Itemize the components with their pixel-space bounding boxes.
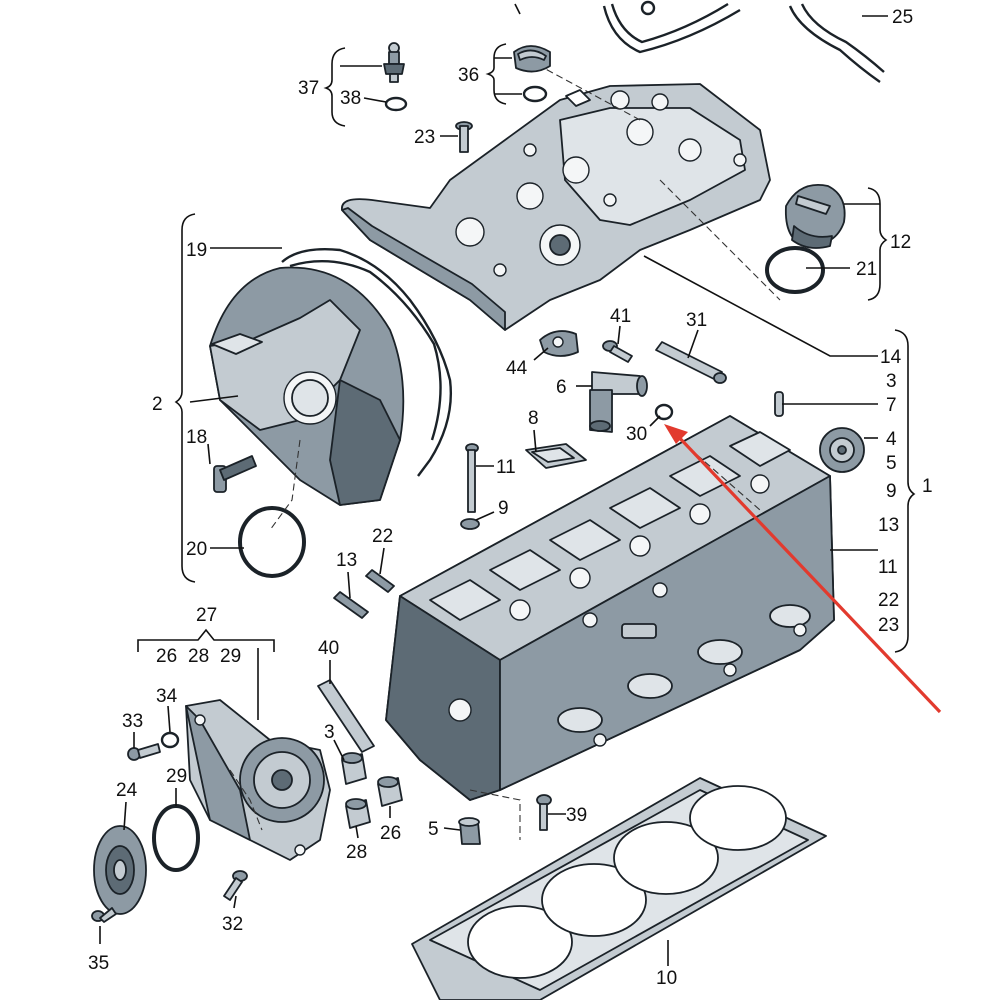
washer-34	[160, 731, 180, 749]
callout-28-top: 28	[188, 646, 209, 667]
vacuum-pump-housing	[185, 699, 331, 861]
callout-40: 40	[318, 638, 339, 659]
gasket-25-part	[514, 0, 885, 83]
pin-7	[774, 391, 784, 417]
callout-5-right: 5	[886, 453, 897, 474]
callout-34: 34	[156, 686, 178, 707]
tube-31	[655, 341, 727, 384]
stud-13	[333, 591, 369, 619]
callout-22-left: 22	[372, 526, 393, 547]
bolt-18	[213, 455, 257, 493]
callout-7: 7	[886, 395, 897, 416]
cylinder-head-cover	[341, 83, 771, 331]
bolt-32	[223, 870, 248, 901]
callout-25: 25	[892, 7, 913, 28]
gasket-19-inner	[289, 260, 442, 441]
callout-39: 39	[566, 805, 587, 826]
alignment-line	[229, 769, 263, 831]
bush-3	[341, 752, 367, 785]
bolt-41	[602, 340, 633, 363]
callout-29-mid: 29	[166, 766, 187, 787]
highlight-arrow	[664, 424, 942, 714]
alignment-line	[539, 65, 641, 121]
callout-26-top: 26	[156, 646, 177, 667]
callout-11-right: 11	[878, 557, 898, 578]
valve-6	[589, 371, 648, 433]
callout-labels: 25 37 38 36 23 12 21 19 2 18 20 41 31 44…	[88, 7, 933, 989]
callout-14: 14	[880, 347, 902, 368]
callout-13-left: 13	[336, 550, 357, 571]
callout-9-right: 9	[886, 481, 897, 502]
callout-21: 21	[856, 259, 877, 280]
callout-37: 37	[298, 78, 319, 99]
callout-32: 32	[222, 914, 243, 935]
callout-27: 27	[196, 605, 217, 626]
callout-30: 30	[626, 424, 647, 445]
callout-23-top: 23	[414, 127, 435, 148]
bolt-11	[465, 443, 479, 513]
head-gasket	[411, 777, 827, 1000]
callout-11-left: 11	[496, 457, 516, 478]
callout-3-left: 3	[324, 722, 335, 743]
callout-31: 31	[686, 310, 707, 331]
gear-4	[819, 427, 865, 473]
sender-37	[383, 42, 405, 83]
callout-3-right: 3	[886, 371, 897, 392]
callout-20: 20	[186, 539, 207, 560]
leader-lines	[99, 15, 916, 966]
callout-26-bottom: 26	[380, 823, 401, 844]
callout-29-top: 29	[220, 646, 241, 667]
callout-18: 18	[186, 427, 207, 448]
callout-38: 38	[340, 88, 361, 109]
oil-filler-cap	[784, 184, 846, 249]
callout-4: 4	[886, 429, 897, 450]
bush-26	[377, 776, 403, 807]
alignment-line	[659, 179, 781, 301]
bolt-33	[127, 743, 161, 761]
pulley-24	[93, 825, 147, 915]
callout-41: 41	[610, 306, 631, 327]
callout-22-right: 22	[878, 590, 899, 611]
callout-44: 44	[506, 358, 528, 379]
callout-5-left: 5	[428, 819, 439, 840]
stud-22	[365, 569, 395, 593]
alignment-line	[269, 439, 301, 531]
callout-13-right: 13	[878, 515, 899, 536]
callout-8: 8	[528, 408, 539, 429]
callout-33: 33	[122, 711, 143, 732]
callout-19: 19	[186, 240, 207, 261]
gasket-19	[281, 248, 452, 477]
plug-5	[458, 817, 481, 845]
washer-9	[460, 518, 480, 530]
filler-cap-seal	[765, 246, 825, 294]
plate-8	[525, 443, 587, 469]
callout-28-bottom: 28	[346, 842, 367, 863]
seal-36b	[522, 85, 548, 103]
callout-9-left: 9	[498, 498, 509, 519]
callout-6: 6	[556, 377, 567, 398]
timing-cover	[209, 266, 405, 506]
o-ring-20	[238, 506, 306, 578]
callout-12: 12	[890, 232, 911, 253]
callout-2: 2	[152, 394, 163, 415]
callout-10: 10	[656, 968, 677, 989]
bracket-44	[539, 330, 579, 357]
cylinder-head	[385, 415, 835, 801]
bush-28	[345, 798, 371, 829]
seal-38	[384, 96, 408, 112]
alignment-line	[469, 789, 521, 840]
bolt-39	[536, 794, 552, 831]
callout-23-right: 23	[878, 615, 899, 636]
callout-24: 24	[116, 780, 138, 801]
seal-30	[654, 403, 674, 421]
bolt-35	[91, 907, 117, 923]
tube-40	[317, 679, 375, 753]
callout-35: 35	[88, 953, 109, 974]
callout-36: 36	[458, 65, 479, 86]
o-ring-29	[152, 804, 200, 872]
bolt-23	[455, 121, 473, 153]
callout-1: 1	[922, 476, 933, 497]
housing-36	[513, 45, 551, 73]
